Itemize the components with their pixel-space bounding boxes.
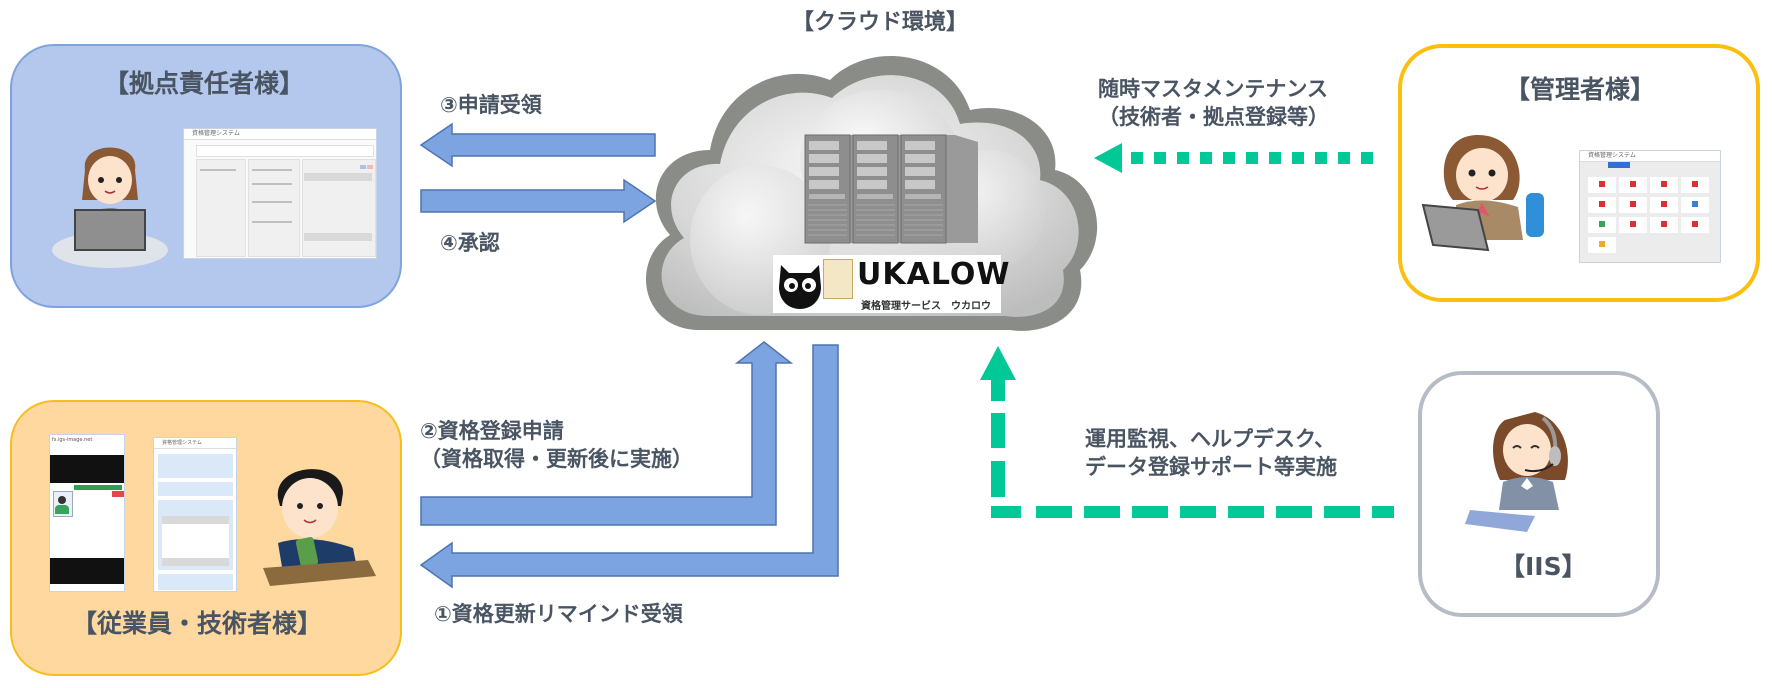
iis-flow-label-line2: データ登録サポート等実施 — [1085, 455, 1337, 479]
owl-mascot-icon — [779, 265, 821, 309]
screen-title: 資格管理システム — [184, 129, 376, 140]
arrow-admin-maintenance — [1094, 143, 1373, 173]
administrator-person-icon — [1421, 135, 1544, 252]
step4-label: ④承認 — [440, 231, 500, 255]
arrow-step3-receive — [419, 122, 656, 168]
iis-operator-person-icon — [1465, 412, 1568, 532]
employee-web-screen: 資格管理システム — [153, 437, 237, 592]
administrator-title: 【管理者様】 — [1505, 75, 1656, 104]
employee-person-icon — [263, 469, 376, 586]
arrow-step1-reminder — [419, 344, 839, 589]
arrow-step4-approve — [420, 178, 657, 224]
step1-label: ①資格更新リマインド受領 — [434, 602, 683, 626]
iis-title: 【IIS】 — [1500, 552, 1587, 581]
cloud-title: 【クラウド環境】 — [792, 10, 969, 35]
step2-label-line2: （資格取得・更新後に実施） — [420, 447, 693, 471]
server-rack-icon — [804, 134, 978, 244]
iis-flow-label-line1: 運用監視、ヘルプデスク、 — [1085, 427, 1336, 451]
admin-flow-label-line1: 随時マスタメンテナンス — [1098, 77, 1328, 101]
site-manager-screen: 資格管理システム — [183, 128, 377, 259]
site-manager-title: 【拠点責任者様】 — [104, 69, 305, 98]
certificate-icon — [823, 259, 853, 299]
administrator-screen: 資格管理システム — [1579, 150, 1721, 263]
site-manager-person-icon — [52, 147, 168, 268]
admin-flow-label-line2: （技術者・拠点登録等） — [1098, 105, 1329, 129]
step3-label: ③申請受領 — [440, 93, 542, 117]
phone-url: fs.igs-image.net — [52, 437, 93, 443]
arrow-step2-apply — [420, 341, 794, 526]
employee-title: 【従業員・技術者様】 — [72, 609, 323, 638]
logo-wordmark: UKALOW — [857, 257, 1011, 292]
ukalow-logo: UKALOW 資格管理サービス ウカロウ — [773, 255, 1009, 313]
step2-label-line1: ②資格登録申請 — [420, 419, 564, 443]
logo-subtitle: 資格管理サービス ウカロウ — [861, 301, 991, 312]
arrow-iis-support — [980, 346, 1394, 518]
employee-phone-screen: fs.igs-image.net — [49, 434, 125, 592]
